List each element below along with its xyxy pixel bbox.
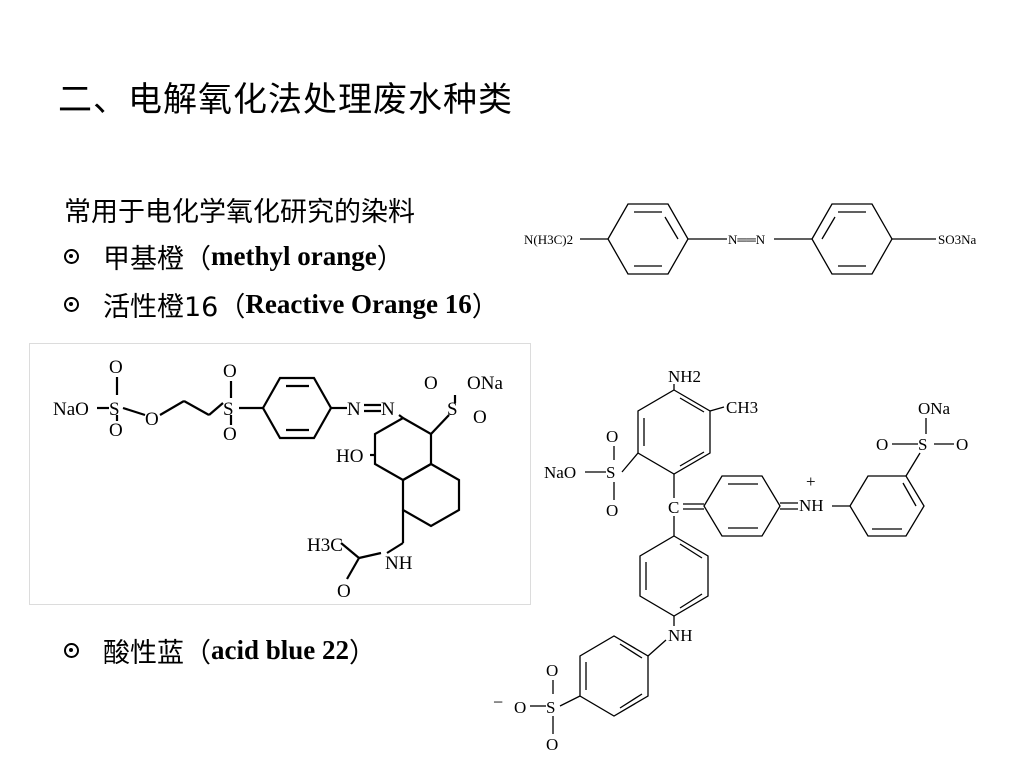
amine-bridge-label: NH — [668, 626, 693, 645]
benzene-ring-right — [811, 203, 893, 275]
benzene-ring-left — [607, 203, 689, 275]
oxygen-label: O — [473, 407, 487, 428]
bullet-close: ） — [471, 291, 499, 323]
positive-charge-label: + — [806, 472, 816, 491]
sulfur-label: S — [606, 463, 615, 482]
bullet-acid-blue: 酸性蓝（acid blue 22） — [64, 632, 377, 669]
amine-label: NH2 — [668, 367, 701, 386]
oxygen-label: O — [223, 361, 237, 382]
methyl-label: H3C — [307, 535, 343, 556]
oxygen-label: O — [337, 581, 351, 602]
slide-title: 二、电解氧化法处理废水种类 — [58, 80, 513, 120]
bullet-close: ） — [349, 637, 377, 669]
bullet-close: ） — [376, 243, 404, 275]
oxygen-label: O — [956, 435, 968, 454]
bullet-en-text: acid blue 22 — [211, 634, 350, 665]
bullet-en-text: Reactive Orange 16 — [245, 288, 472, 319]
ona-label: ONa — [467, 373, 503, 394]
bullet-en-text: methyl orange — [211, 240, 377, 271]
circle-bullet-icon — [64, 248, 79, 264]
bullet-cn-text: 酸性蓝（ — [103, 637, 211, 669]
oxygen-label: O — [606, 501, 618, 520]
sulfur-label: S — [918, 435, 927, 454]
oxygen-label: O — [109, 357, 123, 378]
nitrogen-label: N — [381, 399, 395, 420]
oxygen-label: O — [876, 435, 888, 454]
sulfur-label: S — [546, 698, 555, 717]
hydroxyl-label: HO — [336, 446, 363, 467]
azo-label: N══N — [728, 232, 766, 247]
amide-nh-label: NH — [385, 553, 413, 574]
negative-charge-label: − — [493, 692, 503, 712]
iminium-label: NH — [799, 496, 824, 515]
oxygen-label: O — [546, 661, 558, 680]
methyl-label: CH3 — [726, 398, 758, 417]
acid-blue-22-structure: NH2 CH3 NaO S O O C NH + ONa O S O NH O … — [493, 367, 968, 754]
oxygen-label: O — [546, 735, 558, 754]
oxygen-label: O — [606, 427, 618, 446]
sulfur-label: S — [447, 399, 458, 420]
oxygen-label: O — [109, 420, 123, 441]
bullet-methyl-orange: 甲基橙（methyl orange） — [64, 238, 404, 275]
oxygen-label: O — [145, 409, 159, 430]
bullet-cn-text: 甲基橙（ — [103, 243, 211, 275]
oxygen-label: O — [223, 424, 237, 445]
reactive-orange-16-structure: NaO S O O O S O O N N O ONa S O HO H3C N… — [29, 343, 531, 605]
circle-bullet-icon — [64, 642, 79, 658]
dimethylamino-label: N(H3C)2 — [524, 232, 573, 247]
bullet-cn-text: 活性橙16（ — [103, 291, 246, 323]
methyl-orange-structure: N(H3C)2 N══N SO3Na — [524, 203, 977, 275]
sulfur-label: S — [109, 399, 120, 420]
nao-label: NaO — [544, 463, 576, 482]
central-carbon-label: C — [668, 498, 679, 517]
nao-label: NaO — [53, 399, 89, 420]
nitrogen-label: N — [347, 399, 361, 420]
sulfonate-label: SO3Na — [938, 232, 977, 247]
oxygen-label: O — [514, 698, 526, 717]
bullet-reactive-orange: 活性橙16（Reactive Orange 16） — [64, 286, 499, 323]
ona-label: ONa — [918, 399, 951, 418]
oxygen-label: O — [424, 373, 438, 394]
circle-bullet-icon — [64, 296, 79, 312]
sulfur-label: S — [223, 399, 234, 420]
slide-subtitle: 常用于电化学氧化研究的染料 — [64, 197, 415, 228]
